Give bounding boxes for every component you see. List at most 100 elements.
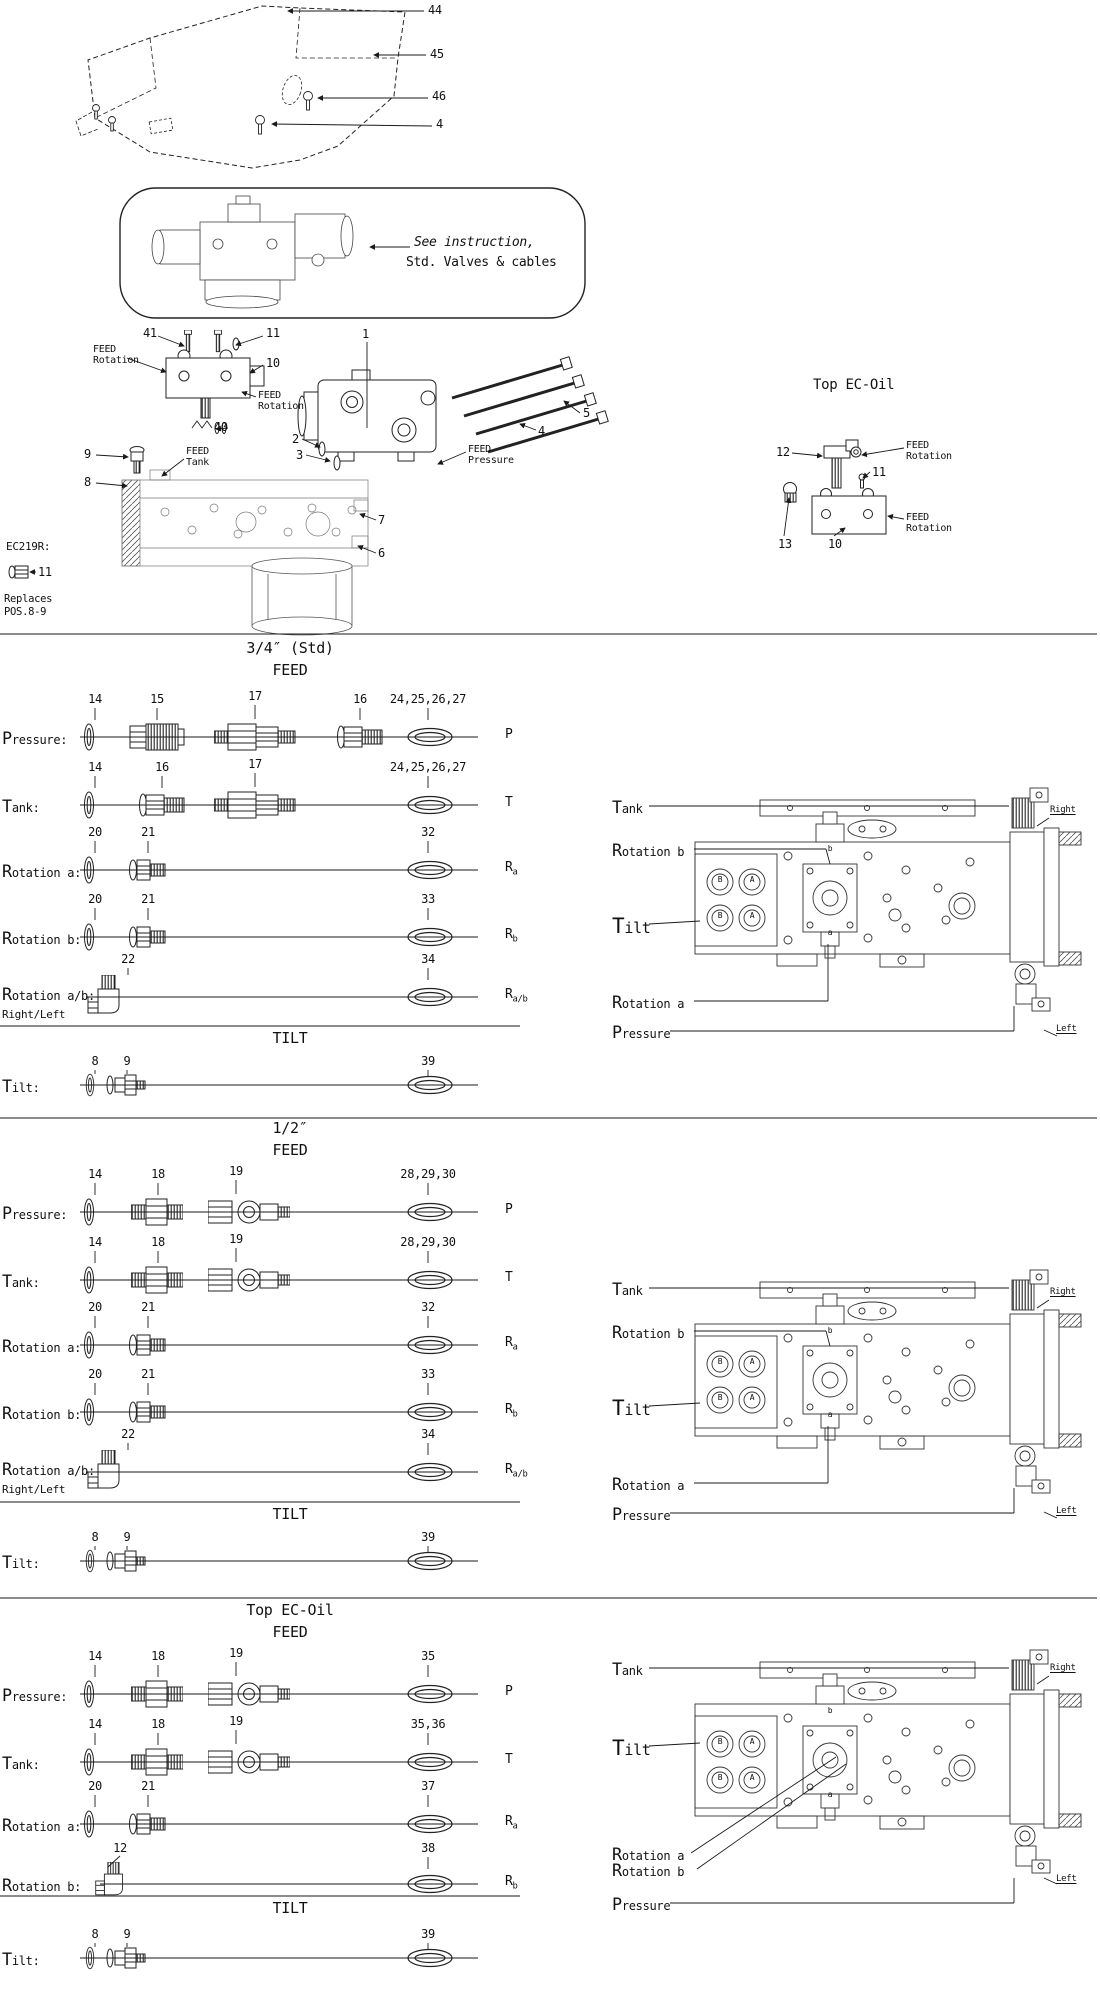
part-number: 14 bbox=[88, 1167, 102, 1181]
part-number-seal: 39 bbox=[421, 1927, 435, 1941]
port-letter: A bbox=[749, 911, 755, 920]
port-label-rb: Rb bbox=[505, 1402, 518, 1420]
part-number-seal: 33 bbox=[421, 892, 435, 906]
part-number: 19 bbox=[229, 1232, 243, 1246]
port-letter: a bbox=[827, 1410, 833, 1419]
part-number: 8 bbox=[91, 1927, 99, 1941]
port-label-t: T bbox=[505, 795, 513, 810]
port-label-ra: Ra bbox=[505, 860, 518, 878]
leader-line bbox=[1036, 1299, 1050, 1309]
part-number: 9 bbox=[123, 1054, 131, 1068]
leader-line bbox=[563, 400, 581, 414]
port-letter: A bbox=[749, 1393, 755, 1402]
filter-cylinder bbox=[251, 557, 353, 636]
cover-plate-art bbox=[75, 5, 406, 169]
row-label-rotation-b: Rotation b: bbox=[2, 1875, 82, 1895]
valve-body bbox=[297, 369, 437, 462]
row-label-rotation-ab: Rotation a/b: bbox=[2, 984, 95, 1004]
cover-screws bbox=[92, 91, 313, 135]
part-number: 14 bbox=[88, 1717, 102, 1731]
port-letter: B bbox=[717, 1737, 723, 1746]
leader-line bbox=[157, 335, 185, 347]
part-number-seal: 34 bbox=[421, 952, 435, 966]
port-letter: A bbox=[749, 1737, 755, 1746]
port-label-ra: Ra bbox=[505, 1335, 518, 1353]
callout-5: 5 bbox=[583, 406, 590, 420]
leader-line bbox=[833, 527, 846, 537]
part-number: 14 bbox=[88, 1235, 102, 1249]
part-number: 21 bbox=[141, 1779, 155, 1793]
part-number: 18 bbox=[151, 1167, 165, 1181]
diagram-label-pressure: Pressure bbox=[612, 1504, 671, 1524]
part-number: 18 bbox=[151, 1235, 165, 1249]
leader-line bbox=[1036, 1675, 1050, 1685]
leader-line bbox=[161, 458, 185, 477]
manifold-block bbox=[121, 469, 369, 567]
leader-line bbox=[862, 471, 871, 479]
part-number: 12 bbox=[113, 1841, 127, 1855]
leader-line bbox=[301, 438, 321, 448]
port-letter: A bbox=[749, 1773, 755, 1782]
part-number: 15 bbox=[150, 692, 164, 706]
part-number-seal: 39 bbox=[421, 1530, 435, 1544]
tilt-heading: TILT bbox=[272, 1899, 308, 1917]
part-number: 20 bbox=[88, 1300, 102, 1314]
part-number: 19 bbox=[229, 1714, 243, 1728]
instruction-line1: See instruction, bbox=[414, 235, 535, 250]
port-label-rb: Rb bbox=[505, 1874, 518, 1892]
leader-line bbox=[1043, 1511, 1058, 1519]
diagram-label-rotation-b: Rotation b bbox=[612, 1860, 685, 1880]
row-label-rotation-ab: Rotation a/b: bbox=[2, 1459, 95, 1479]
part-number: 20 bbox=[88, 1367, 102, 1381]
row-label-tank: Tank: bbox=[2, 1753, 40, 1773]
instruction-box bbox=[119, 187, 586, 319]
port-label-t: T bbox=[505, 1752, 513, 1767]
row-label-tank: Tank: bbox=[2, 1271, 40, 1291]
leader-line bbox=[95, 482, 128, 489]
leader-line bbox=[215, 425, 229, 432]
callout-3: 3 bbox=[296, 448, 303, 462]
callout-10-ecoil: 10 bbox=[828, 537, 842, 551]
part-number: 9 bbox=[123, 1530, 131, 1544]
diagram-label-tank: Tank bbox=[612, 1659, 643, 1679]
part-number: 21 bbox=[141, 1300, 155, 1314]
part-number: 19 bbox=[229, 1164, 243, 1178]
leader-line bbox=[648, 1742, 701, 1747]
callout-6: 6 bbox=[378, 546, 385, 560]
mounting-bolts bbox=[451, 362, 603, 454]
leader-line bbox=[1043, 1877, 1058, 1885]
callout-13: 13 bbox=[778, 537, 792, 551]
diagram-label-tilt: Tilt bbox=[612, 1396, 651, 1420]
tilt-heading: TILT bbox=[272, 1029, 308, 1047]
port-letter: a bbox=[827, 928, 833, 937]
ec219r-note-2: POS.8-9 bbox=[4, 606, 47, 618]
row-label-tilt: Tilt: bbox=[2, 1552, 40, 1572]
ec219r-part-icon bbox=[8, 565, 29, 579]
diagram-label-rotation-a: Rotation a bbox=[612, 1844, 685, 1864]
callout-11-ecoil: 11 bbox=[872, 465, 886, 479]
port-label-t: T bbox=[505, 1270, 513, 1285]
part-number: 21 bbox=[141, 825, 155, 839]
leader-line bbox=[783, 497, 792, 537]
leader-line bbox=[241, 390, 257, 398]
leader-line bbox=[648, 1402, 701, 1407]
port-label-rab: Ra/b bbox=[505, 987, 528, 1005]
feed-rotation-ecoil-top: FEED Rotation bbox=[906, 440, 952, 463]
part-number-seals: 24,25,26,27 bbox=[389, 760, 467, 774]
feed-pressure-label: FEED Pressure bbox=[468, 444, 514, 467]
feed-rotation-label-block: FEED Rotation bbox=[258, 390, 304, 413]
part-number-seals: 28,29,30 bbox=[400, 1167, 456, 1181]
ecoil-mini-assembly bbox=[783, 439, 887, 535]
leader-line bbox=[648, 920, 701, 925]
port-label-ra: Ra bbox=[505, 1814, 518, 1832]
diagram-label-rotation-b: Rotation b bbox=[612, 840, 685, 860]
leader-line bbox=[249, 364, 264, 374]
feed-heading-34: FEED bbox=[272, 661, 308, 679]
part-number: 16 bbox=[155, 760, 169, 774]
part-number-seal: 38 bbox=[421, 1841, 435, 1855]
part-number: 20 bbox=[88, 892, 102, 906]
port-letter: b bbox=[827, 844, 833, 853]
callout-11-ec219r: 11 bbox=[38, 565, 52, 579]
leader-line bbox=[1043, 1029, 1058, 1037]
